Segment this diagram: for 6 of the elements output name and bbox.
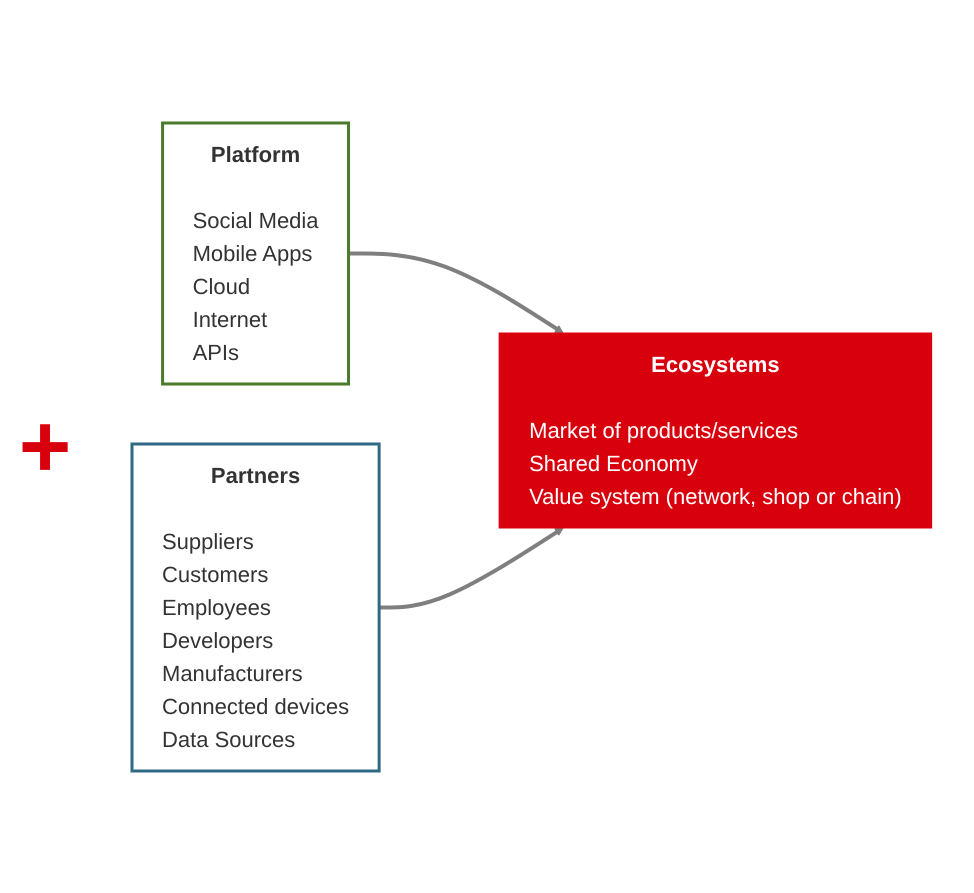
arrow (348, 251, 564, 333)
plus-sign: + (18, 402, 72, 492)
node-box: Ecosystems Market of products/services Shared Economy Value system (network, shop or chain) (498, 332, 932, 528)
node-box: Platform Social Media Mobile Apps Cloud Internet APIs (161, 121, 350, 385)
node-box: Partners Suppliers Customers Employees Developers Manufacturers Connected devices Data Sources (130, 442, 381, 772)
arrow (379, 527, 564, 609)
